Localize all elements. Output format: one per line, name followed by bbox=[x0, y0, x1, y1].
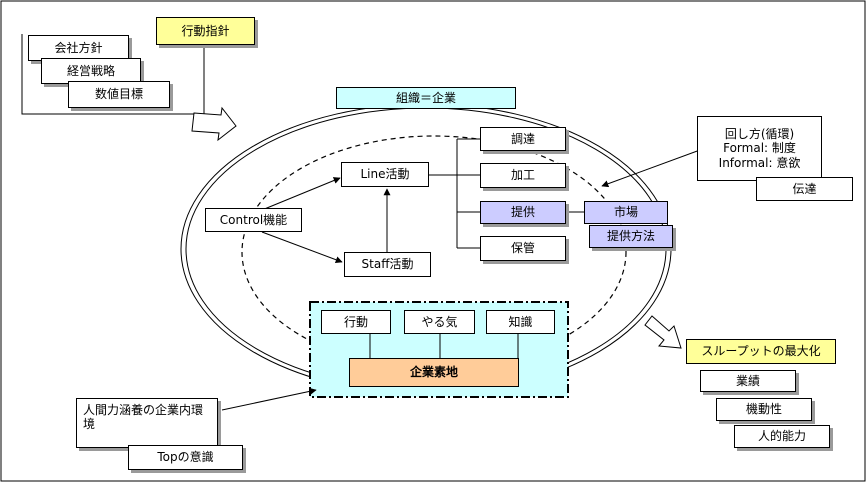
control-to-line-arrow bbox=[261, 177, 341, 211]
provision-box: 提供 bbox=[480, 201, 566, 224]
flow-out-arrow bbox=[644, 315, 682, 349]
action-box: 行動 bbox=[321, 310, 391, 334]
rotation-title: 回し方(循環) bbox=[724, 126, 795, 141]
human-capability-box: 人的能力 bbox=[734, 425, 830, 448]
control-function-box: Control機能 bbox=[205, 208, 302, 232]
rotation-to-ellipse-arrow bbox=[601, 149, 701, 188]
guideline-title: 行動指針 bbox=[156, 17, 255, 45]
storage-box: 保管 bbox=[480, 236, 566, 261]
processing-box: 加工 bbox=[480, 163, 566, 188]
guideline-bracket bbox=[21, 34, 205, 115]
motivation-box: やる気 bbox=[404, 310, 475, 334]
environment-box: 人間力涵養の企業内環境 bbox=[76, 398, 218, 448]
corporate-base-box: 企業素地 bbox=[349, 358, 519, 387]
control-to-staff-arrow bbox=[261, 231, 343, 264]
staff-activity-box: Staff活動 bbox=[344, 252, 431, 277]
procurement-box: 調達 bbox=[480, 127, 566, 151]
environment-to-base-arrow bbox=[221, 387, 317, 411]
agility-box: 機動性 bbox=[716, 398, 812, 421]
market-box: 市場 bbox=[584, 201, 668, 224]
top-awareness-box: Topの意識 bbox=[128, 445, 243, 470]
line-activity-box: Line活動 bbox=[341, 162, 429, 187]
transmission-box: 伝達 bbox=[756, 177, 853, 201]
rotation-box: 回し方(循環) Formal: 制度 Informal: 意欲 bbox=[697, 116, 822, 181]
performance-box: 業績 bbox=[700, 370, 796, 392]
knowledge-box: 知識 bbox=[486, 310, 555, 334]
throughput-title: スループットの最大化 bbox=[686, 339, 836, 364]
organization-label: 組織＝企業 bbox=[336, 87, 516, 109]
rotation-formal: Formal: 制度 bbox=[723, 141, 796, 156]
numeric-target-box: 数値目標 bbox=[68, 81, 170, 108]
flow-in-arrow bbox=[191, 106, 237, 142]
delivery-method-box: 提供方法 bbox=[589, 225, 673, 248]
rotation-informal: Informal: 意欲 bbox=[718, 155, 801, 170]
company-policy-box: 会社方針 bbox=[28, 35, 129, 61]
